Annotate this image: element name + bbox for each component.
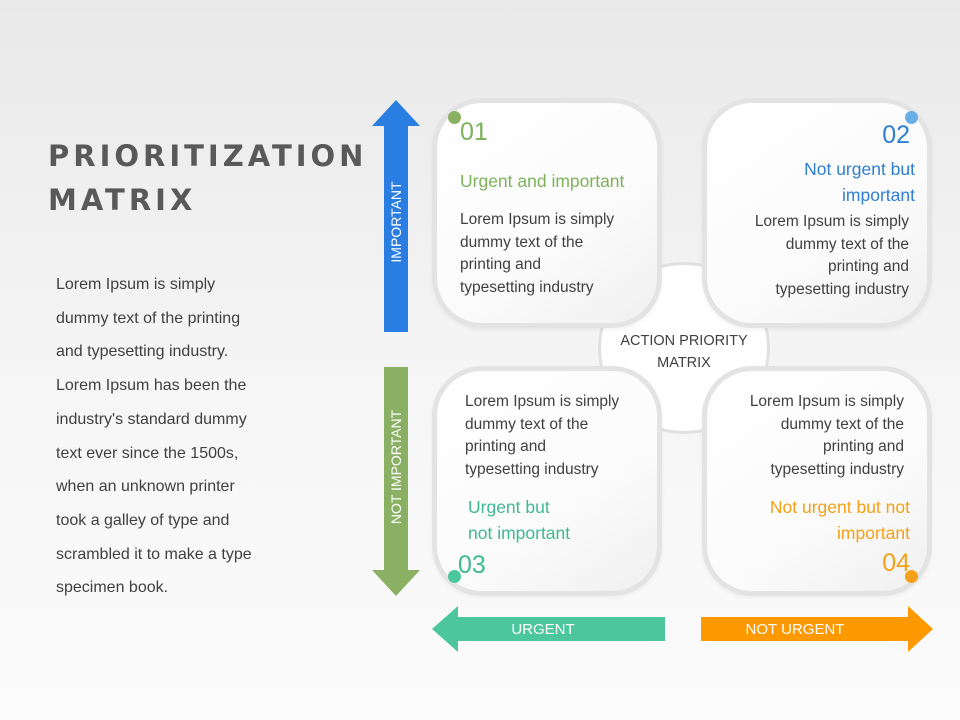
urgent-arrow — [432, 606, 665, 652]
not-important-arrow — [372, 367, 420, 596]
description-line: scrambled it to make a type — [56, 545, 252, 563]
description-line: Lorem Ipsum is simply — [56, 276, 216, 293]
quadrant-2-body: Lorem Ipsum is simply dummy text of the … — [720, 211, 909, 301]
quadrant-card-4 — [702, 366, 932, 596]
quadrant-3-heading-line: Urgent but — [468, 497, 550, 517]
quadrant-4-body: Lorem Ipsum is simply dummy text of the … — [715, 391, 904, 481]
quadrant-3-body-line: typesetting industry — [465, 460, 599, 478]
quadrant-1-heading-line: Urgent and important — [460, 171, 625, 191]
quadrant-2-body-line: Lorem Ipsum is simply — [754, 213, 909, 230]
quadrant-3-number: 03 — [458, 551, 486, 579]
quadrant-4-number: 04 — [882, 549, 910, 577]
description-line: industry's standard dummy — [56, 410, 247, 428]
quadrant-4-body-line: typesetting industry — [770, 460, 904, 478]
description-line: took a galley of type and — [56, 511, 230, 529]
quadrant-4-body-line: dummy text of the — [780, 415, 904, 433]
vertical-arrows — [372, 100, 420, 596]
quadrant-2-number: 02 — [882, 121, 910, 149]
quadrant-1-body-line: dummy text of the — [460, 233, 584, 251]
quadrant-1-number: 01 — [460, 118, 488, 146]
not-urgent-arrow — [701, 606, 933, 652]
quadrant-3-heading-line: not important — [468, 523, 571, 543]
description-line: specimen book. — [56, 579, 169, 597]
quadrant-3-body-line: printing and — [465, 438, 547, 456]
quadrant-1-body-line: printing and — [460, 256, 542, 274]
title-line-2: MATRIX — [48, 183, 197, 217]
center-label-line-2: MATRIX — [657, 355, 711, 371]
quadrant-card-3 — [432, 366, 662, 596]
urgent-label: URGENT — [511, 621, 575, 638]
quadrant-3-body-line: dummy text of the — [465, 415, 589, 433]
quadrant-4-body-line: printing and — [822, 438, 904, 456]
center-label-line-1: ACTION PRIORITY — [620, 333, 748, 349]
quadrant-3-body: Lorem Ipsum is simply dummy text of the … — [465, 391, 619, 481]
description-line: Lorem Ipsum has been the — [56, 377, 247, 395]
description-text: Lorem Ipsum is simply dummy text of the … — [56, 268, 316, 605]
quadrant-2-corner-dot — [905, 111, 918, 124]
quadrant-2-body-line: printing and — [827, 258, 909, 276]
page-title: PRIORITIZATION MATRIX — [48, 134, 378, 222]
quadrant-3-heading: Urgent but not important — [468, 494, 570, 546]
quadrant-2-heading: Not urgent but important — [740, 156, 915, 208]
quadrant-3-body-line: Lorem Ipsum is simply — [465, 393, 620, 410]
title-line-1: PRIORITIZATION — [48, 139, 368, 173]
center-label: ACTION PRIORITY MATRIX — [598, 330, 770, 374]
horizontal-arrows — [432, 606, 933, 652]
quadrant-4-heading-line: Not urgent but not — [769, 497, 910, 517]
quadrant-1-body-line: Lorem Ipsum is simply — [460, 211, 615, 228]
quadrant-2-heading-line: Not urgent but — [804, 159, 915, 179]
quadrant-1-corner-dot — [448, 111, 461, 124]
description-line: text ever since the 1500s, — [56, 444, 239, 462]
quadrant-card-2 — [702, 98, 932, 328]
description-line: when an unknown printer — [56, 478, 235, 496]
not-important-label: NOT IMPORTANT — [388, 409, 404, 525]
description-line: and typesetting industry. — [56, 343, 229, 361]
quadrant-card-1 — [432, 98, 662, 328]
not-urgent-label: NOT URGENT — [745, 621, 845, 638]
important-arrow — [372, 100, 420, 332]
quadrant-4-heading-line: important — [837, 523, 910, 543]
quadrant-1-heading: Urgent and important — [460, 168, 624, 194]
description-line: dummy text of the printing — [56, 309, 241, 327]
quadrant-1-body-line: typesetting industry — [460, 278, 594, 296]
quadrant-4-heading: Not urgent but not important — [720, 494, 910, 546]
quadrant-4-corner-dot — [905, 570, 918, 583]
quadrant-1-body: Lorem Ipsum is simply dummy text of the … — [460, 209, 614, 299]
quadrant-2-body-line: dummy text of the — [785, 235, 909, 253]
quadrant-3-corner-dot — [448, 570, 461, 583]
quadrant-2-heading-line: important — [842, 185, 915, 205]
important-label: IMPORTANT — [388, 181, 404, 263]
quadrant-4-body-line: Lorem Ipsum is simply — [749, 393, 904, 410]
quadrant-2-body-line: typesetting industry — [775, 280, 909, 298]
